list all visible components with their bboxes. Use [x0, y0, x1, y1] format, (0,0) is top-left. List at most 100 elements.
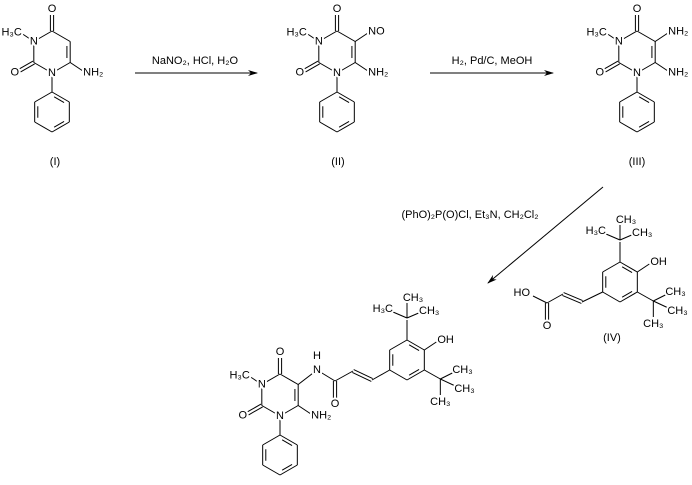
nitrogen-atom: N: [313, 364, 321, 376]
vinyl-bond: [334, 370, 354, 382]
alkene-bond: [353, 369, 373, 380]
methyl-group: H₃C: [229, 370, 249, 382]
nitrogen-atom: N: [615, 36, 623, 48]
pyrimidine-ring-bond: [33, 30, 53, 42]
amino-group: NH₂: [368, 67, 388, 79]
phenol-ring-bond: [389, 339, 408, 351]
tert-butyl-bond: [424, 369, 441, 380]
phenyl-ring-bond: [636, 91, 655, 103]
phenol-ring-bond: [602, 261, 621, 273]
alkene-bond: [562, 295, 582, 304]
acid-bond: [532, 295, 548, 304]
methyl-bond: [21, 33, 35, 42]
methyl-group: CH₃: [665, 286, 685, 298]
methyl-group: H₃C: [586, 27, 606, 39]
phenyl-ring-bond: [279, 464, 298, 476]
methyl-group: CH₃: [454, 383, 474, 395]
nitrogen-atom: N: [333, 67, 341, 79]
tert-butyl-bond: [406, 311, 422, 319]
methyl-group: CH₃: [419, 305, 439, 317]
carbonyl-bond: [303, 60, 319, 70]
oxygen-atom: O: [11, 67, 20, 79]
amino-group: NH₂: [668, 67, 688, 79]
pyrimidine-ring-bond: [318, 62, 338, 74]
amine-bond: [69, 62, 83, 71]
vinyl-bond: [581, 291, 603, 303]
carbonyl-bond: [248, 406, 263, 416]
methyl-bond: [606, 33, 620, 42]
phenyl-ring-bond: [336, 91, 355, 103]
carbonyl-bond: [603, 60, 619, 70]
methyl-group: CH₃: [667, 305, 687, 317]
phenyl-ring-double-bond: [281, 463, 293, 471]
pyrimidine-ring-bond: [33, 62, 53, 74]
nitrogen-atom: N: [30, 36, 38, 48]
methyl-group: H₃C: [373, 303, 393, 315]
compound-label-II: (II): [331, 156, 344, 168]
alkene-bond: [563, 292, 583, 301]
tert-butyl-bond: [637, 291, 654, 302]
nitrogen-atom: N: [48, 67, 56, 79]
nitrogen-atom: N: [258, 379, 266, 391]
methyl-group: CH₃: [403, 292, 423, 304]
phenyl-ring-double-bond: [281, 439, 293, 447]
amine-bond: [654, 62, 668, 71]
oxygen-atom: O: [296, 67, 305, 79]
carbonyl-bond: [305, 63, 320, 73]
methyl-group: H₃C: [586, 225, 606, 237]
tert-butyl-bond: [653, 293, 668, 302]
amino-group: NH₂: [668, 26, 688, 38]
phenyl-ring-double-bond: [338, 96, 350, 104]
amino-group: NH₂: [311, 410, 331, 422]
phenyl-ring-bond: [319, 91, 338, 103]
pyrimidine-ring-bond: [618, 30, 638, 42]
oxygen-atom: O: [239, 410, 248, 422]
vinyl-bond: [546, 293, 564, 304]
pyrimidine-ring-bond: [336, 30, 356, 42]
pyrimidine-ring-bond: [261, 373, 281, 385]
amine-bond: [297, 405, 311, 414]
pyrimidine-ring-bond: [51, 62, 71, 74]
methyl-group: CH₃: [643, 318, 663, 330]
phenyl-ring-bond: [34, 91, 53, 103]
reagent-label-2: H₂, Pd/C, MeOH: [452, 55, 533, 67]
phenyl-ring-double-bond: [638, 120, 650, 128]
carbonyl-bond: [246, 403, 262, 413]
oxygen-atom: O: [596, 67, 605, 79]
reagent-label-1: NaNO₂, HCl, H₂O: [152, 55, 239, 67]
pyrimidine-ring-bond: [279, 405, 299, 417]
pyrimidine-ring-bond: [51, 30, 71, 42]
tert-butyl-bond: [440, 378, 456, 387]
hydrogen-atom: H: [313, 350, 321, 362]
reaction-arrow-3: [487, 186, 604, 284]
pyrimidine-ring-bond: [618, 62, 638, 74]
tert-butyl-bond: [605, 233, 621, 241]
phenyl-ring-bond: [262, 434, 281, 446]
amide-bond: [316, 369, 336, 382]
reagent-label-3: (PhO)₂P(O)Cl, Et₃N, CH₂Cl₂: [401, 209, 538, 221]
phenyl-ring-bond: [319, 121, 338, 133]
carbonyl-bond: [20, 63, 35, 73]
carbonyl-bond: [18, 60, 34, 70]
phenol-ring-double-bond: [621, 290, 633, 298]
oxygen-atom: O: [333, 3, 342, 15]
phenyl-ring-double-bond: [53, 96, 65, 104]
compound-label-I: (I): [50, 156, 60, 168]
phenyl-ring-double-bond: [638, 96, 650, 104]
labels-layer: OONNH₃CNH₂(I)OONNH₃CNH₂NO(II)OONNH₃CNH₂N…: [0, 1, 690, 424]
vinyl-bond: [371, 369, 390, 381]
methyl-group: H₃C: [286, 27, 306, 39]
phenyl-ring-bond: [34, 121, 53, 133]
phenyl-ring-bond: [279, 434, 298, 446]
oxygen-atom: O: [48, 3, 57, 15]
phenol-ring-bond: [389, 369, 408, 381]
methyl-group: CH₃: [632, 227, 652, 239]
hydroxyl-group: OH: [437, 334, 454, 346]
phenyl-ring-bond: [51, 91, 70, 103]
phenol-ring-bond: [619, 261, 638, 273]
phenyl-ring-bond: [636, 121, 655, 133]
tert-butyl-bond: [440, 371, 455, 380]
methyl-group: CH₃: [452, 364, 472, 376]
phenol-ring-double-bond: [408, 344, 420, 352]
alkene-bond: [352, 371, 372, 382]
